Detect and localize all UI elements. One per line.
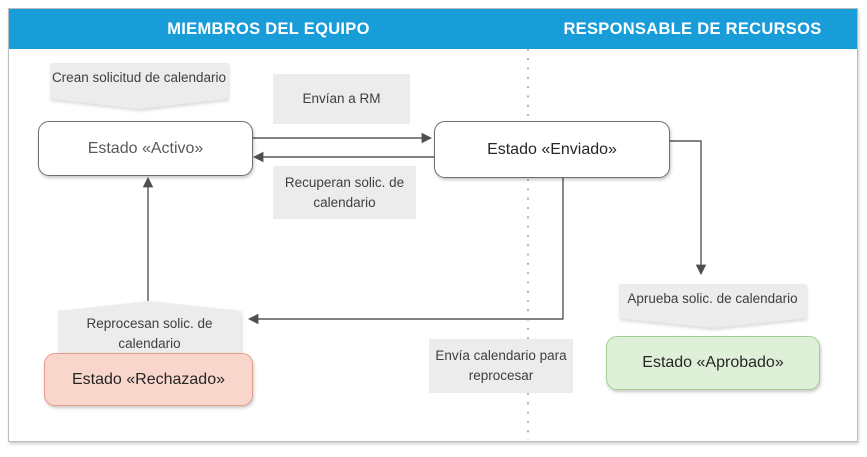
arrow-enviado-to-aprueba — [668, 140, 707, 276]
arrow-enviado-to-reprocesan — [247, 176, 564, 325]
banner-approve-request: Aprueba solic. de calendario — [619, 284, 806, 328]
label-send-calendar-reprocess: Envía calendario para reprocesar — [429, 339, 573, 393]
banner-approve-request-label: Aprueba solic. de calendario — [619, 284, 806, 328]
label-recover-request: Recuperan solic. de calendario — [273, 166, 416, 219]
banner-reprocess-request: Reprocesan solic. de calendario — [58, 301, 241, 353]
lane-title-team-members: MIEMBROS DEL EQUIPO — [167, 19, 370, 38]
swimlane-frame: MIEMBROS DEL EQUIPO RESPONSABLE DE RECUR… — [8, 8, 858, 442]
banner-create-request-label: Crean solicitud de calendario — [50, 63, 228, 109]
header-bar: MIEMBROS DEL EQUIPO RESPONSABLE DE RECUR… — [9, 9, 857, 49]
banner-reprocess-request-label: Reprocesan solic. de calendario — [58, 301, 241, 353]
banner-create-request: Crean solicitud de calendario — [50, 63, 228, 109]
state-node-sent: Estado «Enviado» — [434, 121, 670, 178]
state-node-active: Estado «Activo» — [38, 121, 253, 176]
label-send-to-rm: Envían a RM — [273, 74, 410, 124]
lane-title-resource-manager: RESPONSABLE DE RECURSOS — [563, 19, 822, 38]
state-node-approved: Estado «Aprobado» — [606, 336, 820, 390]
state-node-rejected: Estado «Rechazado» — [44, 353, 253, 406]
